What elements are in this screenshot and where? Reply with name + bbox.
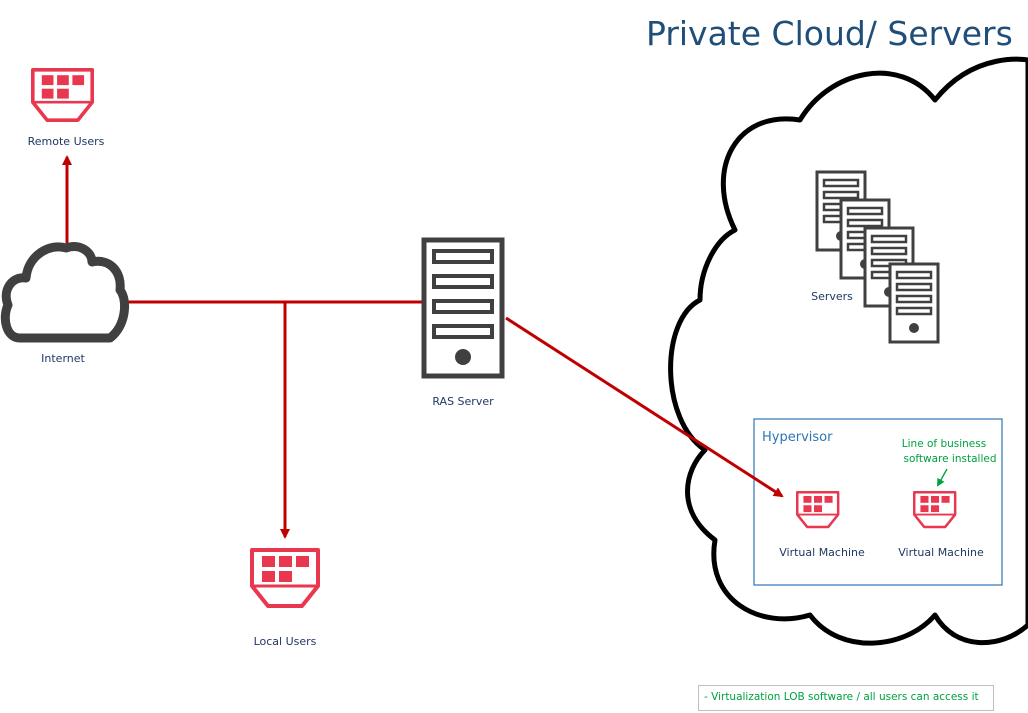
remote-users-icon — [30, 68, 95, 123]
annotation-line-1: Line of business — [902, 438, 986, 450]
ras-server-icon — [421, 237, 505, 379]
local-users-icon — [250, 548, 320, 608]
hypervisor-label: Hypervisor — [762, 430, 833, 445]
hypervisor-box — [753, 418, 1003, 586]
legend-note-text: - Virtualization LOB software / all user… — [704, 691, 979, 703]
local-users-label: Local Users — [254, 635, 317, 648]
connector-ras-to-vm — [505, 316, 784, 498]
virtual-machine-1-label: Virtual Machine — [779, 546, 865, 559]
virtual-machine-2-icon — [912, 490, 957, 529]
annotation-line-2: software installed — [904, 453, 997, 465]
virtual-machine-2-label: Virtual Machine — [898, 546, 984, 559]
legend-note-box: - Virtualization LOB software / all user… — [698, 685, 994, 711]
ras-server-label: RAS Server — [432, 395, 494, 408]
internet-label: Internet — [41, 352, 85, 365]
virtual-machine-1-icon — [795, 490, 840, 529]
remote-users-label: Remote Users — [28, 135, 105, 148]
annotation-arrow — [937, 468, 948, 487]
diagram-title: Private Cloud/ Servers — [646, 14, 1013, 53]
internet-cloud-icon — [0, 242, 130, 343]
servers-label: Servers — [811, 290, 853, 303]
